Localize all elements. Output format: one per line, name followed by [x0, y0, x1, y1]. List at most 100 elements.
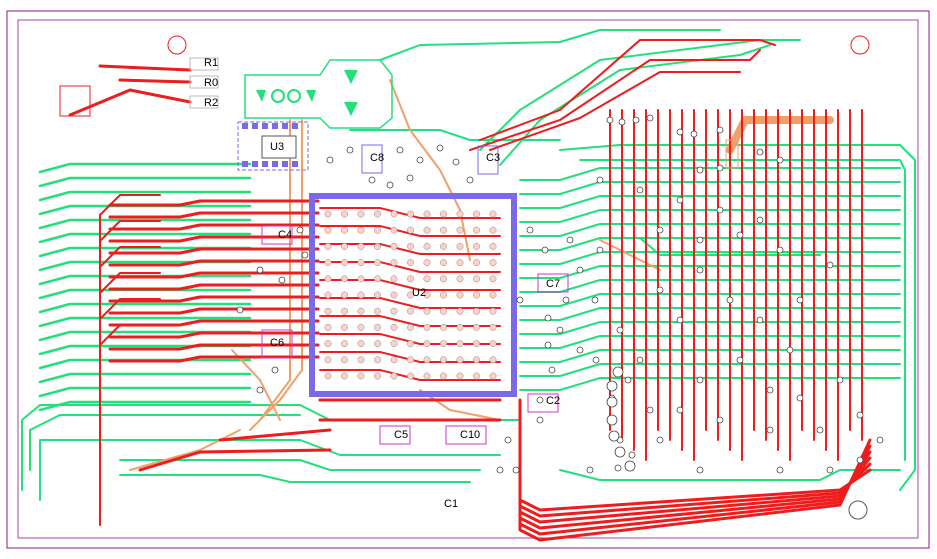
bga-pad — [324, 291, 332, 299]
designator-u3: U3 — [270, 141, 284, 153]
trace — [231, 349, 281, 421]
bga-pad — [374, 275, 381, 283]
trace — [108, 259, 320, 267]
trace — [108, 331, 320, 339]
bga-pad — [390, 372, 398, 380]
trace — [599, 237, 821, 256]
board-inner-outline — [17, 19, 919, 539]
trace — [519, 209, 901, 223]
u3-pad — [292, 123, 298, 129]
designator-c2: C2 — [546, 395, 560, 407]
trace — [108, 211, 320, 219]
via — [676, 128, 684, 136]
via — [544, 341, 552, 349]
via — [386, 181, 394, 189]
bga-pad — [357, 291, 365, 299]
trace — [389, 79, 471, 261]
bga-pad — [407, 291, 414, 299]
trace — [38, 218, 252, 230]
trace — [99, 194, 161, 396]
bga-pad — [423, 356, 431, 364]
trace — [479, 39, 801, 151]
component-outlines — [261, 139, 739, 445]
trace — [38, 386, 252, 398]
via — [786, 346, 794, 354]
bga-pad — [456, 210, 464, 218]
via — [466, 176, 474, 184]
via — [606, 414, 618, 426]
bga-pad — [341, 275, 348, 283]
bga-pad — [390, 291, 398, 299]
bga-pad — [440, 372, 447, 380]
bga-pad — [473, 340, 480, 348]
u3-pad — [272, 123, 278, 129]
via — [624, 376, 632, 384]
via — [876, 436, 884, 444]
bga-pad — [456, 323, 464, 331]
trace — [99, 324, 161, 526]
bga-pad — [374, 226, 381, 234]
via — [676, 196, 684, 204]
via — [541, 246, 549, 254]
via — [696, 166, 704, 174]
trace — [38, 316, 252, 328]
bga-pad — [473, 210, 480, 218]
trace — [519, 307, 901, 321]
trace — [249, 119, 303, 431]
trace — [38, 400, 252, 412]
trace — [108, 283, 320, 291]
via — [256, 266, 264, 274]
via — [826, 466, 834, 474]
trace — [319, 279, 501, 291]
u2-silkscreen-outline — [309, 193, 517, 397]
via — [646, 114, 654, 122]
designator-c7: C7 — [546, 278, 560, 290]
bga-pad — [423, 226, 431, 234]
via — [586, 466, 594, 474]
bga-pad — [390, 323, 398, 331]
trace — [519, 293, 901, 307]
power-jack-footprint — [59, 85, 91, 117]
mounting-hole — [848, 500, 868, 520]
bga-pad — [440, 259, 447, 267]
trace — [349, 129, 561, 141]
bga-pad — [440, 210, 447, 218]
trace — [319, 261, 501, 273]
bga-pad — [473, 372, 480, 380]
bga-pad — [357, 226, 365, 234]
mounting-hole — [167, 35, 187, 55]
via — [504, 436, 512, 444]
trace — [519, 335, 901, 349]
trace — [108, 307, 320, 315]
via — [562, 296, 570, 304]
trace — [39, 439, 501, 501]
bga-pad — [456, 372, 464, 380]
via — [496, 466, 504, 474]
connector-pads — [256, 70, 358, 116]
trace — [38, 302, 252, 314]
bga-pad — [374, 210, 381, 218]
via — [716, 126, 724, 134]
bga-pad — [440, 291, 447, 299]
via — [556, 326, 564, 334]
via — [796, 296, 804, 304]
via — [696, 236, 704, 244]
bga-pad — [341, 291, 348, 299]
trace — [489, 71, 741, 151]
bga-pad — [423, 323, 431, 331]
via — [636, 356, 644, 364]
bga-pad — [341, 340, 348, 348]
via — [608, 430, 620, 442]
via — [636, 186, 644, 194]
resistor-pads — [189, 57, 219, 109]
via — [816, 426, 824, 434]
bga-pad — [456, 356, 464, 364]
bga-pad — [324, 259, 332, 267]
bga-pad — [390, 242, 398, 250]
bga-pad — [423, 275, 431, 283]
bga-pad — [407, 242, 414, 250]
trace — [108, 295, 320, 303]
via — [296, 226, 304, 234]
via — [236, 306, 244, 314]
